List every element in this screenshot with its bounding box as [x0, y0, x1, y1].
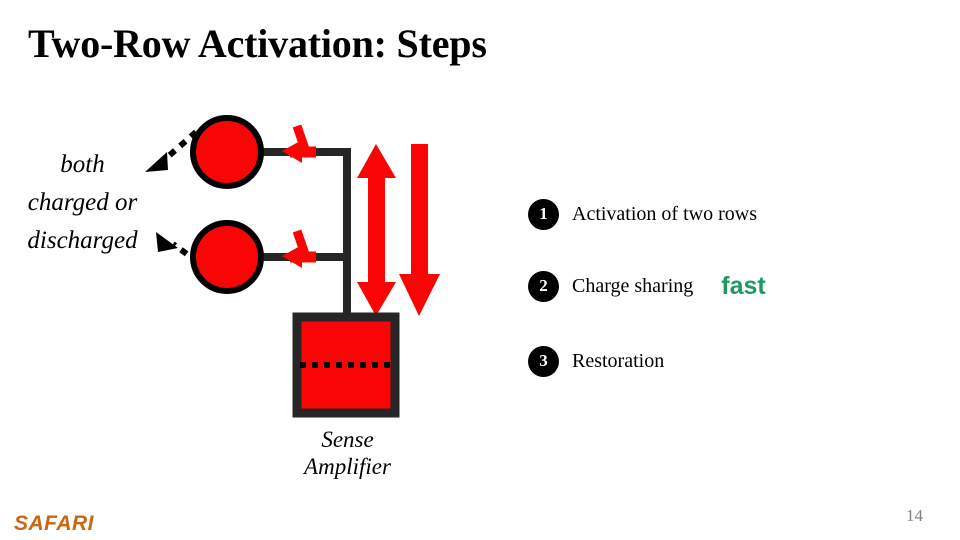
step-number-badge-3: 3: [528, 345, 559, 377]
dram-cell-bottom: [190, 220, 264, 294]
step-tag-2: fast: [721, 271, 766, 300]
sense-amplifier-box: [292, 312, 400, 418]
cell-state-annotation: both charged or discharged: [0, 146, 165, 260]
cell-state-line-3: discharged: [27, 227, 138, 254]
step-label-1: Activation of two rows: [572, 202, 757, 225]
step-label-2: Charge sharing: [572, 274, 694, 297]
access-transistor-bottom-icon: [282, 229, 316, 268]
restoration-arrow: [399, 144, 440, 316]
safari-logo: SAFARI: [14, 512, 95, 535]
step-label-3: Restoration: [572, 349, 665, 372]
cell-state-line-2: charged or: [27, 189, 138, 216]
step-item-2: 2 Charge sharing fast: [528, 270, 766, 302]
page-title: Two-Row Activation: Steps: [28, 21, 487, 66]
page-number: 14: [906, 506, 923, 525]
step-number-badge-2: 2: [528, 270, 559, 302]
charge-sharing-arrow: [357, 144, 396, 316]
sense-amplifier-label: Sense Amplifier: [265, 426, 430, 480]
sense-amplifier-label-line-1: Sense: [321, 427, 374, 452]
step-item-3: 3 Restoration: [528, 345, 664, 377]
step-number-badge-1: 1: [528, 198, 559, 230]
dram-cell-top: [190, 115, 264, 189]
access-transistor-top-icon: [282, 124, 316, 163]
cell-state-line-1: both: [60, 151, 105, 178]
sense-amplifier-label-line-2: Amplifier: [304, 454, 391, 479]
step-item-1: 1 Activation of two rows: [528, 198, 757, 230]
